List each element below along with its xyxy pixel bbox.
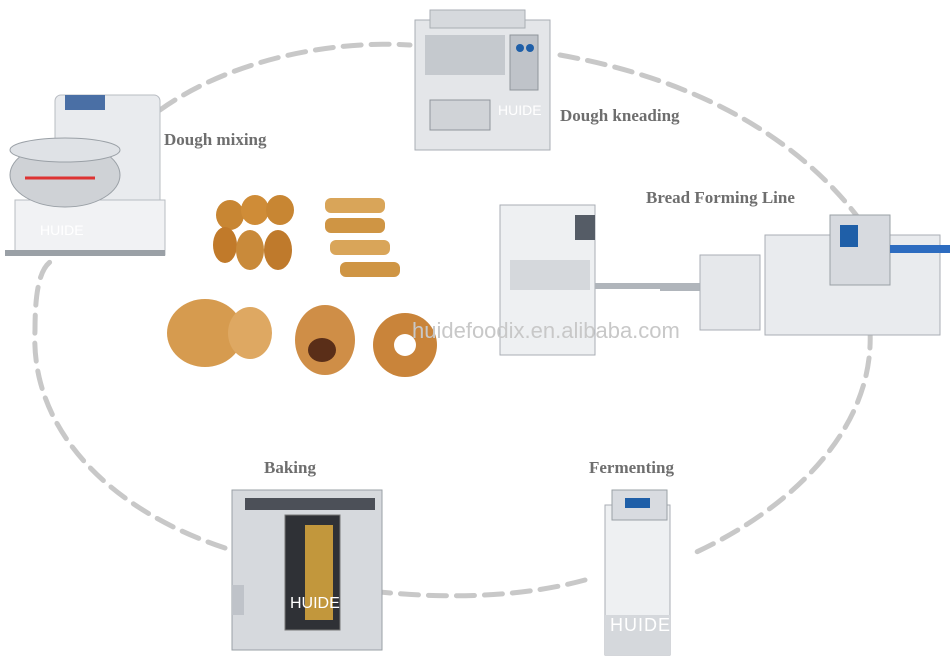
step-label-bread-forming-line: Bread Forming Line <box>646 188 795 207</box>
dashed-cycle-path <box>32 41 873 599</box>
step-label-fermenting: Fermenting <box>589 458 674 477</box>
mixer-brand-mark: HUIDE <box>40 222 84 238</box>
step-label-dough-mixing: Dough mixing <box>164 130 267 149</box>
step-label-dough-kneading: Dough kneading <box>560 106 680 125</box>
svg-text:HUIDE: HUIDE <box>498 102 542 118</box>
svg-text:HUIDE: HUIDE <box>290 595 340 612</box>
brand-watermark: HUIDE <box>610 615 672 635</box>
step-label-baking: Baking <box>264 458 316 477</box>
site-watermark: huidefoodix.en.alibaba.com <box>412 318 680 343</box>
